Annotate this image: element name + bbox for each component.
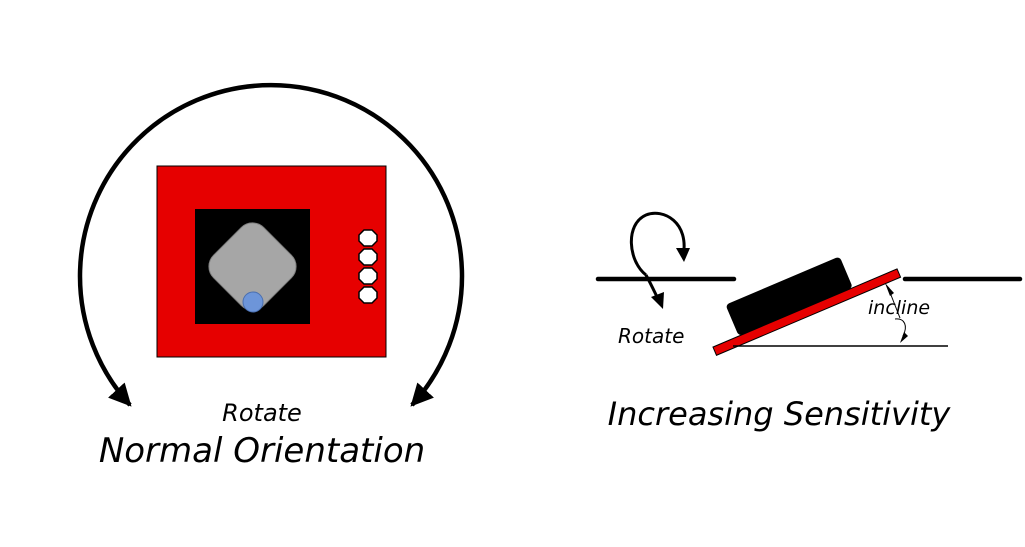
right-panel: Rotate incline Increasing Sensitivity <box>595 211 1023 433</box>
small-rotation-arrowhead-bottom <box>651 292 664 309</box>
small-rotation-arrowhead-top <box>676 248 690 262</box>
incline-arrowhead-up <box>885 283 894 296</box>
rotation-arc-arrow <box>77 82 465 407</box>
incline-leader <box>890 294 901 319</box>
tilted-chip <box>726 257 852 335</box>
tilted-board-assembly <box>712 257 902 356</box>
header-pin <box>358 229 378 247</box>
right-rotate-label: Rotate <box>618 324 684 348</box>
header-pin <box>358 248 378 266</box>
header-pin <box>358 286 378 304</box>
left-caption: Normal Orientation <box>99 431 425 471</box>
header-pins <box>358 229 378 304</box>
small-rotation-arrow <box>629 211 686 304</box>
incline-arrowhead-down <box>900 332 908 343</box>
sensor-die <box>208 222 297 311</box>
left-rotate-label: Rotate <box>222 399 302 427</box>
header-pin <box>358 267 378 285</box>
incline-label: incline <box>868 297 930 319</box>
orientation-dot <box>242 291 264 313</box>
tilted-board <box>712 268 902 356</box>
right-caption: Increasing Sensitivity <box>608 395 952 433</box>
left-panel: Rotate Normal Orientation <box>77 82 465 471</box>
